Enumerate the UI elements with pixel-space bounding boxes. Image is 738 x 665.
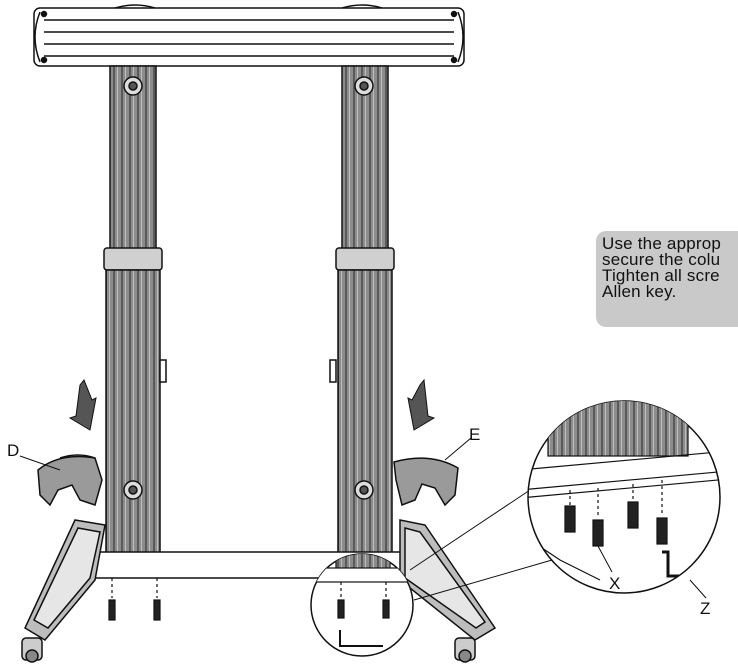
left-column — [103, 65, 167, 571]
arrow-left — [68, 379, 97, 431]
label-x: X — [609, 574, 621, 593]
label-d: D — [7, 441, 20, 460]
detail-circle-large — [527, 400, 721, 594]
detail-circle-small — [310, 553, 414, 657]
base-frame — [21, 519, 497, 663]
instruction-line-3: Tighten all scre — [602, 266, 720, 285]
top-bar — [33, 4, 465, 67]
label-e: E — [469, 425, 481, 444]
cover-e — [393, 457, 459, 507]
cover-d — [37, 454, 103, 507]
leader-x — [597, 545, 613, 573]
instruction-line-1: Use the approp — [602, 234, 722, 253]
leader-d — [19, 455, 61, 471]
instruction-line-2: secure the colu — [602, 250, 721, 269]
label-z: Z — [700, 599, 711, 618]
arrow-right — [407, 378, 436, 431]
base-screws — [108, 578, 161, 621]
right-column — [329, 65, 395, 571]
instruction-note: Use the approp secure the colu Tighten a… — [596, 231, 738, 327]
instruction-line-4: Allen key. — [602, 282, 677, 301]
leader-e — [444, 437, 472, 461]
magnify-connectors — [409, 489, 553, 601]
leader-z — [689, 579, 707, 599]
